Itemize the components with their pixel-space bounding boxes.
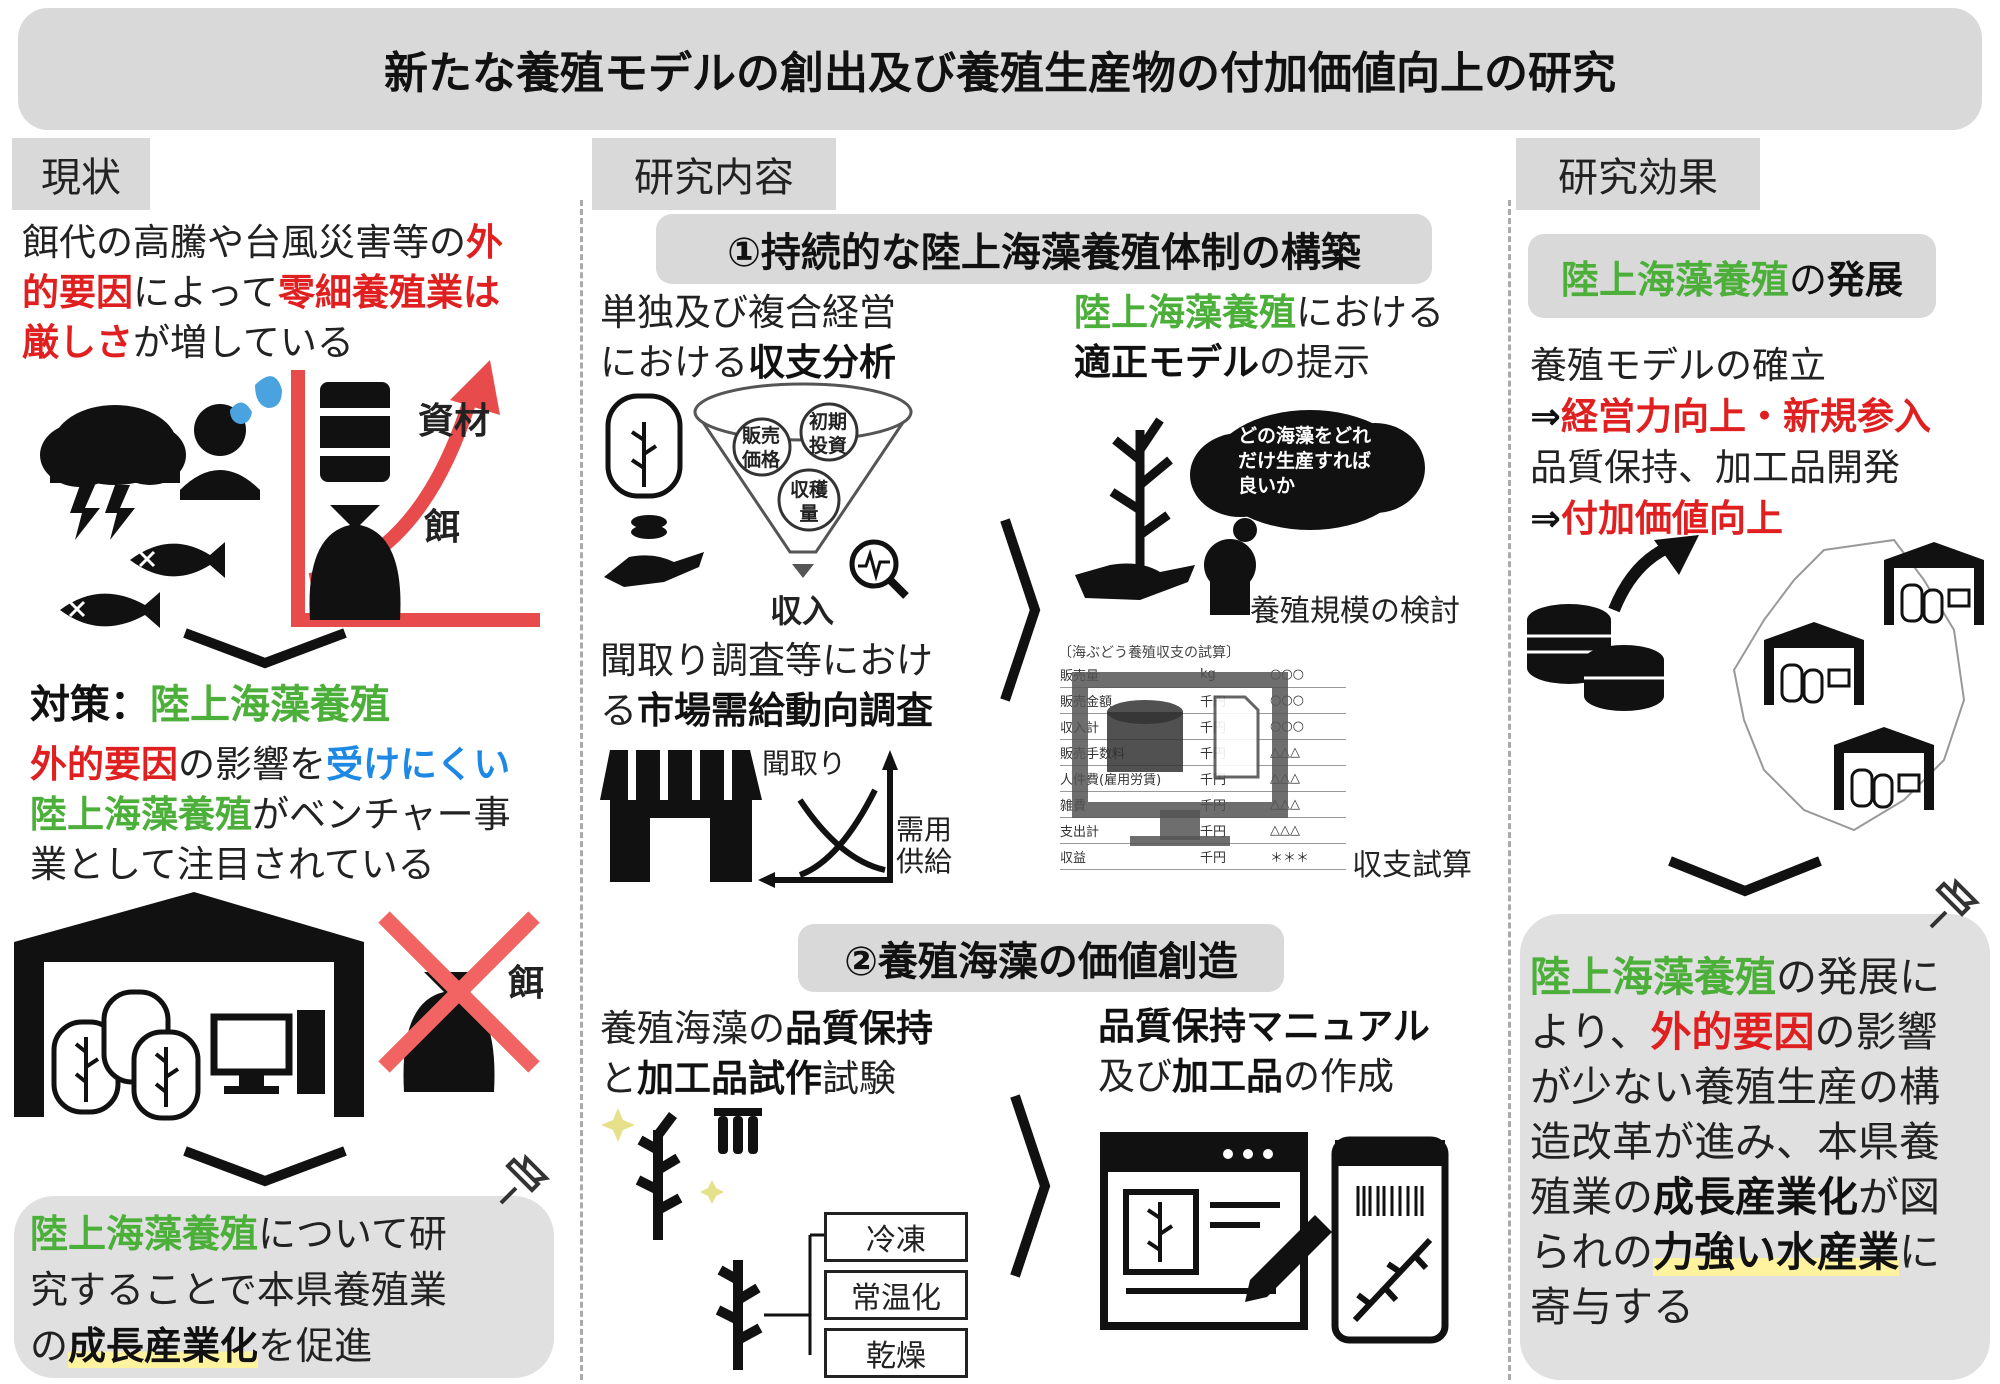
funnel-label-investment: 初期投資 bbox=[809, 411, 848, 457]
current-intro: 餌代の高騰や台風災害等の外 的要因によって零細養殖業は 厳しさが増している bbox=[22, 221, 503, 364]
effect-result-box bbox=[1520, 914, 1990, 1380]
current-measure: 対策：陸上海藻養殖 bbox=[30, 682, 390, 728]
funnel-icon bbox=[693, 382, 913, 578]
pushpin-icon bbox=[1929, 877, 1981, 929]
monitor-database-icon bbox=[1072, 672, 1288, 846]
divider-left bbox=[580, 200, 583, 1380]
funnel-label-price: 販売価格 bbox=[742, 425, 781, 471]
research-manual: 品質保持マニュアル 及び加工品の作成 bbox=[1098, 1005, 1430, 1098]
table-title: 〔海ぶどう養殖収支の試算〕 bbox=[1058, 645, 1240, 661]
seaweed-icon bbox=[635, 1112, 763, 1370]
manual-document-icon bbox=[1100, 1132, 1308, 1330]
coins-icon bbox=[1527, 604, 1664, 711]
dead-fish-icon bbox=[60, 542, 225, 628]
barrel-icon bbox=[316, 382, 394, 482]
section-effect: 研究効果 bbox=[1516, 138, 1760, 210]
label-hearing: 聞取り bbox=[762, 747, 847, 780]
manual-product-illustration bbox=[1100, 1132, 1449, 1344]
table-row: 収益千円＊＊＊ bbox=[1060, 844, 1346, 870]
thought-cloud-icon bbox=[1190, 410, 1425, 555]
funnel-label-harvest: 収穫量 bbox=[790, 479, 829, 525]
chevron-down-icon bbox=[183, 628, 347, 669]
processing-test-illustration bbox=[601, 1108, 824, 1370]
option-room-temp: 常温化 bbox=[824, 1270, 968, 1320]
label-trial: 収支試算 bbox=[1352, 848, 1472, 883]
feed-sack-icon bbox=[309, 505, 401, 620]
label-feed-2: 餌 bbox=[508, 963, 545, 1004]
market-illustration bbox=[600, 750, 898, 888]
seaweed-tank-icon bbox=[51, 989, 201, 1121]
label-feed: 餌 bbox=[424, 507, 461, 548]
label-scale: 養殖規模の検討 bbox=[1250, 594, 1460, 629]
test-tubes-icon bbox=[714, 1108, 762, 1154]
effect-pill: 陸上海藻養殖の発展 bbox=[1528, 234, 1936, 318]
chevron-down-icon bbox=[1668, 856, 1822, 897]
section-current: 現状 bbox=[12, 138, 150, 210]
facility-icon bbox=[1834, 727, 1934, 810]
current-result-text: 陸上海藻養殖について研 究することで本県養殖業 の成長産業化を促進 bbox=[30, 1212, 447, 1368]
option-freeze: 冷凍 bbox=[824, 1212, 968, 1262]
chevron-down-icon bbox=[183, 1146, 347, 1187]
research-heading-1: ①持続的な陸上海藻養殖体制の構築 bbox=[656, 214, 1432, 284]
page-title: 新たな養殖モデルの創出及び養殖生産物の付加価値向上の研究 bbox=[384, 48, 1616, 99]
income-funnel-illustration bbox=[604, 382, 913, 599]
current-problem-illustration bbox=[40, 360, 540, 628]
chevron-right-icon bbox=[1010, 1094, 1051, 1278]
product-package-icon bbox=[1331, 1136, 1449, 1344]
research-model: 陸上海藻養殖における 適正モデルの提示 bbox=[1074, 291, 1444, 384]
label-materials: 資材 bbox=[418, 401, 491, 442]
prefecture-map-illustration bbox=[1527, 535, 1984, 832]
option-dry: 乾燥 bbox=[824, 1328, 968, 1378]
effect-lines: 養殖モデルの確立 ⇒経営力向上・新規参入 品質保持、加工品開発 ⇒付加価値向上 bbox=[1530, 344, 1932, 540]
pushpin-icon bbox=[499, 1153, 551, 1205]
thinking-head-icon bbox=[1204, 539, 1256, 615]
land-facility-illustration bbox=[14, 892, 540, 1121]
seaweed-tank-icon bbox=[605, 393, 683, 499]
computer-icon bbox=[210, 1010, 325, 1094]
scale-illustration bbox=[1075, 410, 1425, 615]
magnifier-chart-icon bbox=[849, 539, 909, 599]
effect-result-text: 陸上海藻養殖の発展に より、外的要因の影響 が少ない養殖生産の構 造改革が進み、… bbox=[1530, 953, 1940, 1331]
money-hand-icon bbox=[604, 515, 704, 587]
growth-arrow-icon bbox=[1608, 535, 1699, 613]
label-income: 収入 bbox=[770, 592, 835, 630]
thought-text: どの海藻をどれだけ生産すれば良いか bbox=[1238, 425, 1372, 497]
research-balance-analysis: 単独及び複合経営 における収支分析 bbox=[600, 291, 896, 384]
label-demand-supply: 需用供給 bbox=[896, 813, 953, 878]
facility-icon bbox=[1884, 542, 1984, 625]
seaweed-hand-icon bbox=[1075, 417, 1195, 600]
research-quality-test: 養殖海藻の品質保持 と加工品試作試験 bbox=[600, 1007, 933, 1100]
pen-icon bbox=[1245, 1215, 1332, 1302]
title-banner bbox=[18, 8, 1982, 130]
branch-lines bbox=[764, 1233, 824, 1355]
facility-icon bbox=[1764, 622, 1864, 705]
research-market-survey: 聞取り調査等におけ る市場需給動向調査 bbox=[600, 639, 933, 732]
storm-cloud-icon bbox=[40, 405, 186, 540]
chevron-right-icon bbox=[1000, 518, 1041, 702]
divider-right bbox=[1508, 200, 1511, 1380]
supply-demand-chart-icon bbox=[758, 750, 898, 888]
current-p2: 外的要因の影響を受けにくい 陸上海藻養殖がベンチャー事 業として注目されている bbox=[30, 743, 511, 886]
section-research: 研究内容 bbox=[592, 138, 836, 210]
sparkle-icon bbox=[601, 1108, 724, 1204]
shop-icon bbox=[600, 750, 762, 882]
warehouse-icon bbox=[14, 892, 364, 1117]
research-heading-2: ②養殖海藻の価値創造 bbox=[798, 924, 1284, 992]
cross-icon bbox=[378, 911, 540, 1073]
worried-person-icon bbox=[180, 376, 282, 500]
rising-arrow-icon bbox=[450, 360, 500, 415]
